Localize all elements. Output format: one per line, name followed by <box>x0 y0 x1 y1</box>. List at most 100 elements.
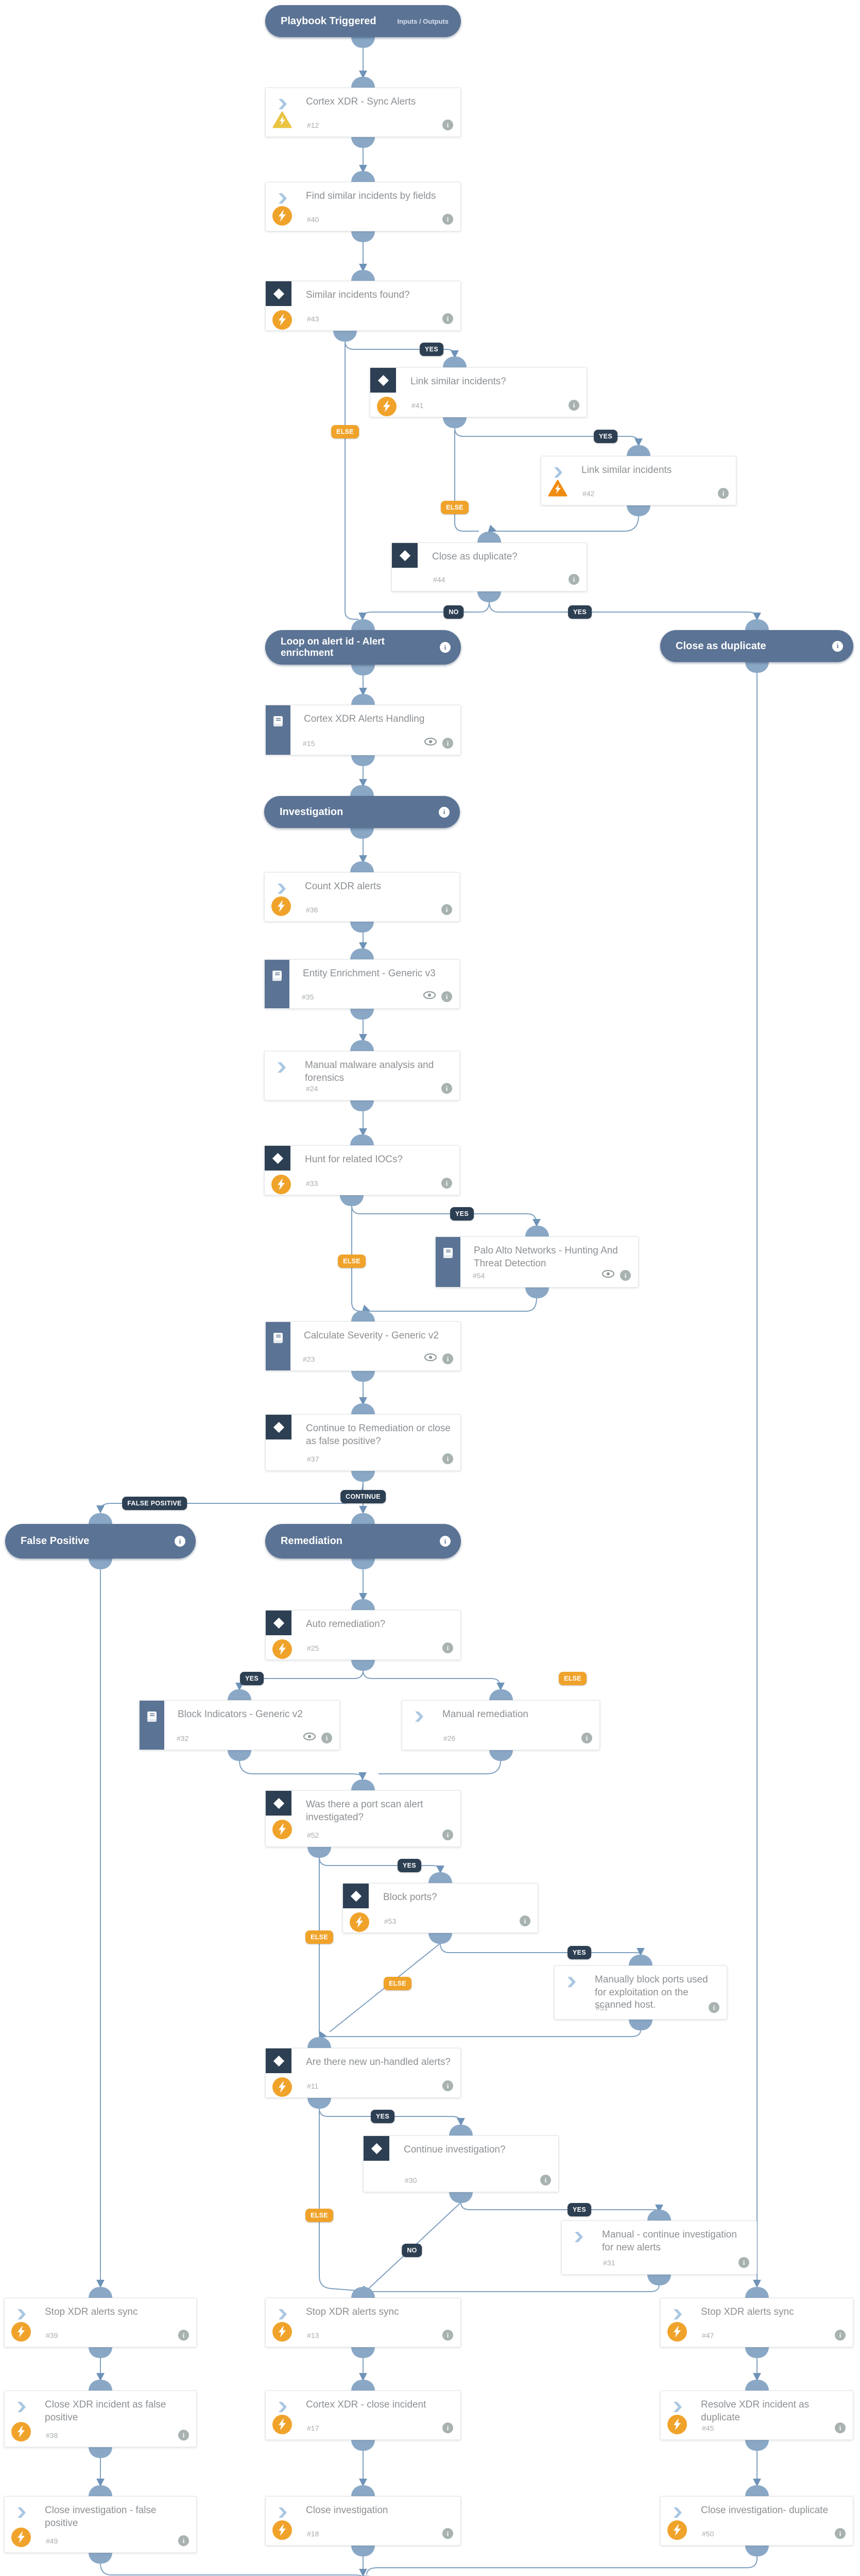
info-icon[interactable]: i <box>442 1353 453 1364</box>
task-t24[interactable]: Manual malware analysis and forensics#24… <box>264 1051 460 1100</box>
info-icon[interactable]: i <box>520 1916 530 1926</box>
in-connector[interactable] <box>351 619 375 630</box>
in-connector[interactable] <box>351 694 375 705</box>
in-connector[interactable] <box>351 1403 375 1414</box>
error-warning-icon[interactable] <box>548 480 567 500</box>
out-connector[interactable] <box>745 2440 769 2451</box>
in-connector[interactable] <box>89 1513 112 1524</box>
in-connector[interactable] <box>477 532 501 543</box>
out-connector[interactable] <box>351 1558 375 1569</box>
in-connector[interactable] <box>745 2380 769 2391</box>
view-subplaybook-icon[interactable] <box>424 1353 437 1364</box>
out-connector[interactable] <box>351 137 375 148</box>
in-connector[interactable] <box>351 77 375 88</box>
info-icon[interactable]: i <box>175 1536 185 1547</box>
view-subplaybook-icon[interactable] <box>602 1270 614 1280</box>
in-connector[interactable] <box>351 1780 375 1790</box>
info-icon[interactable]: i <box>178 2330 189 2341</box>
info-icon[interactable]: i <box>441 1178 452 1189</box>
out-connector[interactable] <box>333 331 357 342</box>
condition-c52[interactable]: Was there a port scan alert investigated… <box>265 1790 461 1847</box>
out-connector[interactable] <box>351 1471 375 1482</box>
info-icon[interactable]: i <box>581 1733 592 1743</box>
info-icon[interactable]: i <box>442 1829 453 1840</box>
info-icon[interactable]: i <box>440 642 451 653</box>
out-connector[interactable] <box>351 2440 375 2451</box>
out-connector[interactable] <box>477 591 501 602</box>
in-connector[interactable] <box>449 2125 473 2136</box>
out-connector[interactable] <box>351 1660 375 1671</box>
info-icon[interactable]: i <box>569 574 579 585</box>
info-icon[interactable]: i <box>441 1083 452 1094</box>
out-connector[interactable] <box>351 1371 375 1382</box>
out-connector[interactable] <box>351 2347 375 2358</box>
out-connector[interactable] <box>351 231 375 242</box>
info-icon[interactable]: i <box>441 904 452 915</box>
info-icon[interactable]: i <box>178 2430 189 2441</box>
in-connector[interactable] <box>525 1226 549 1236</box>
in-connector[interactable] <box>351 1599 375 1610</box>
info-icon[interactable]: i <box>442 2528 453 2539</box>
info-icon[interactable]: i <box>442 1642 453 1653</box>
out-connector[interactable] <box>307 2098 331 2109</box>
eye-icon[interactable] <box>423 991 436 999</box>
out-connector[interactable] <box>629 2020 652 2030</box>
info-icon[interactable]: i <box>442 2080 453 2091</box>
in-connector[interactable] <box>89 2287 112 2298</box>
info-icon[interactable]: i <box>569 400 579 411</box>
out-connector[interactable] <box>745 662 769 673</box>
info-icon[interactable]: i <box>718 488 729 499</box>
in-connector[interactable] <box>89 2380 112 2391</box>
out-connector[interactable] <box>443 417 467 428</box>
out-connector[interactable] <box>449 2192 473 2203</box>
in-connector[interactable] <box>489 1689 513 1700</box>
in-connector[interactable] <box>351 1513 375 1524</box>
in-connector[interactable] <box>351 270 375 281</box>
info-icon[interactable]: i <box>321 1733 332 1743</box>
out-connector[interactable] <box>340 1195 364 1206</box>
condition-c37[interactable]: Continue to Remediation or close as fals… <box>265 1414 461 1471</box>
in-connector[interactable] <box>228 1689 251 1700</box>
in-connector[interactable] <box>428 1872 452 1883</box>
info-icon[interactable]: i <box>442 738 453 749</box>
in-connector[interactable] <box>647 2210 671 2221</box>
info-icon[interactable]: i <box>441 991 452 1002</box>
info-icon[interactable]: i <box>709 2002 719 2013</box>
info-icon[interactable]: i <box>442 2422 453 2433</box>
view-subplaybook-icon[interactable] <box>424 738 437 748</box>
eye-icon[interactable] <box>602 1270 614 1278</box>
info-icon[interactable]: i <box>835 2330 846 2341</box>
out-connector[interactable] <box>228 1750 251 1761</box>
info-icon[interactable]: i <box>832 640 843 652</box>
in-connector[interactable] <box>745 2485 769 2496</box>
info-icon[interactable]: i <box>440 1536 451 1547</box>
task-t51[interactable]: Manually block ports used for exploitati… <box>554 1965 727 2020</box>
out-connector[interactable] <box>627 505 650 516</box>
out-connector[interactable] <box>307 1847 331 1858</box>
view-subplaybook-icon[interactable] <box>423 991 436 1002</box>
out-connector[interactable] <box>89 2447 112 2458</box>
out-connector[interactable] <box>647 2275 671 2285</box>
info-icon[interactable]: i <box>442 1453 453 1464</box>
eye-icon[interactable] <box>303 1733 316 1740</box>
out-connector[interactable] <box>350 1100 374 1111</box>
in-connector[interactable] <box>629 1955 652 1965</box>
